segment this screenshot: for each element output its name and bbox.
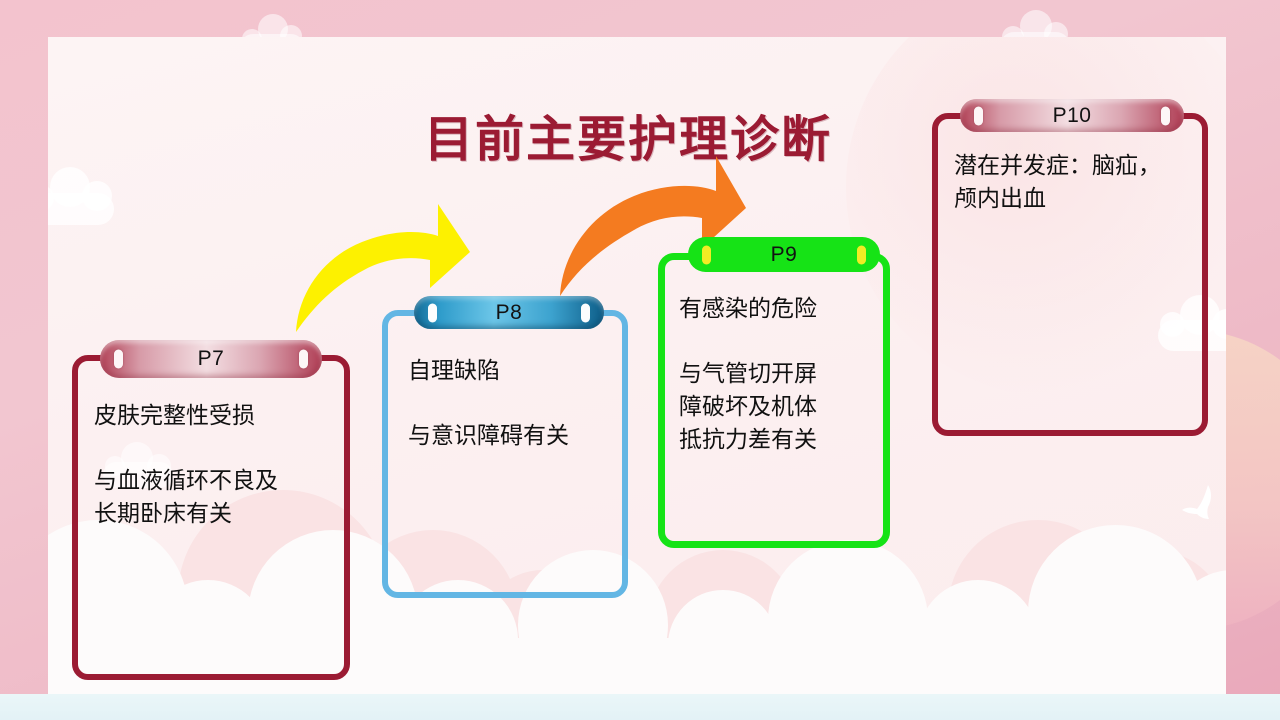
dove-icon xyxy=(1182,485,1211,519)
cloud-icon xyxy=(48,167,114,225)
card-p7[interactable]: 皮肤完整性受损 与血液循环不良及 长期卧床有关 xyxy=(72,355,350,680)
tab-pin-left-icon xyxy=(974,106,983,125)
card-p9-body: 有感染的危险 与气管切开屏 障破坏及机体 抵抗力差有关 xyxy=(679,295,817,452)
card-p10-body: 潜在并发症：脑疝， 颅内出血 xyxy=(954,152,1161,211)
card-p8-tab-label: P8 xyxy=(495,300,523,324)
tab-pin-right-icon xyxy=(299,349,308,369)
card-p10[interactable]: 潜在并发症：脑疝， 颅内出血 xyxy=(932,113,1208,436)
tab-pin-left-icon xyxy=(428,303,437,322)
page-title: 目前主要护理诊断 xyxy=(424,113,833,167)
tab-pin-right-icon xyxy=(1161,106,1170,125)
orange-arrow xyxy=(560,156,746,296)
tab-pin-right-icon xyxy=(581,303,590,322)
cloud-bank-front xyxy=(48,470,1226,700)
card-p7-body: 皮肤完整性受损 与血液循环不良及 长期卧床有关 xyxy=(94,402,278,526)
tab-pin-right-icon xyxy=(857,245,866,264)
card-p8-body: 自理缺陷 与意识障碍有关 xyxy=(408,357,569,449)
card-p10-tab[interactable]: P10 xyxy=(960,99,1184,132)
tab-pin-left-icon xyxy=(702,245,711,264)
card-p9-tab[interactable]: P9 xyxy=(688,237,880,272)
content-panel xyxy=(48,37,1226,700)
card-p8-tab[interactable]: P8 xyxy=(414,296,604,329)
card-p8[interactable]: 自理缺陷 与意识障碍有关 xyxy=(382,310,628,598)
card-p10-tab-label: P10 xyxy=(1052,103,1092,127)
card-p7-tab[interactable]: P7 xyxy=(100,340,322,378)
bottom-sky-strip xyxy=(0,694,1280,720)
card-p7-tab-label: P7 xyxy=(197,347,225,370)
yellow-arrow xyxy=(296,204,470,332)
card-p9[interactable]: 有感染的危险 与气管切开屏 障破坏及机体 抵抗力差有关 xyxy=(658,253,890,548)
card-p9-tab-label: P9 xyxy=(770,242,798,266)
tab-pin-left-icon xyxy=(114,349,123,369)
